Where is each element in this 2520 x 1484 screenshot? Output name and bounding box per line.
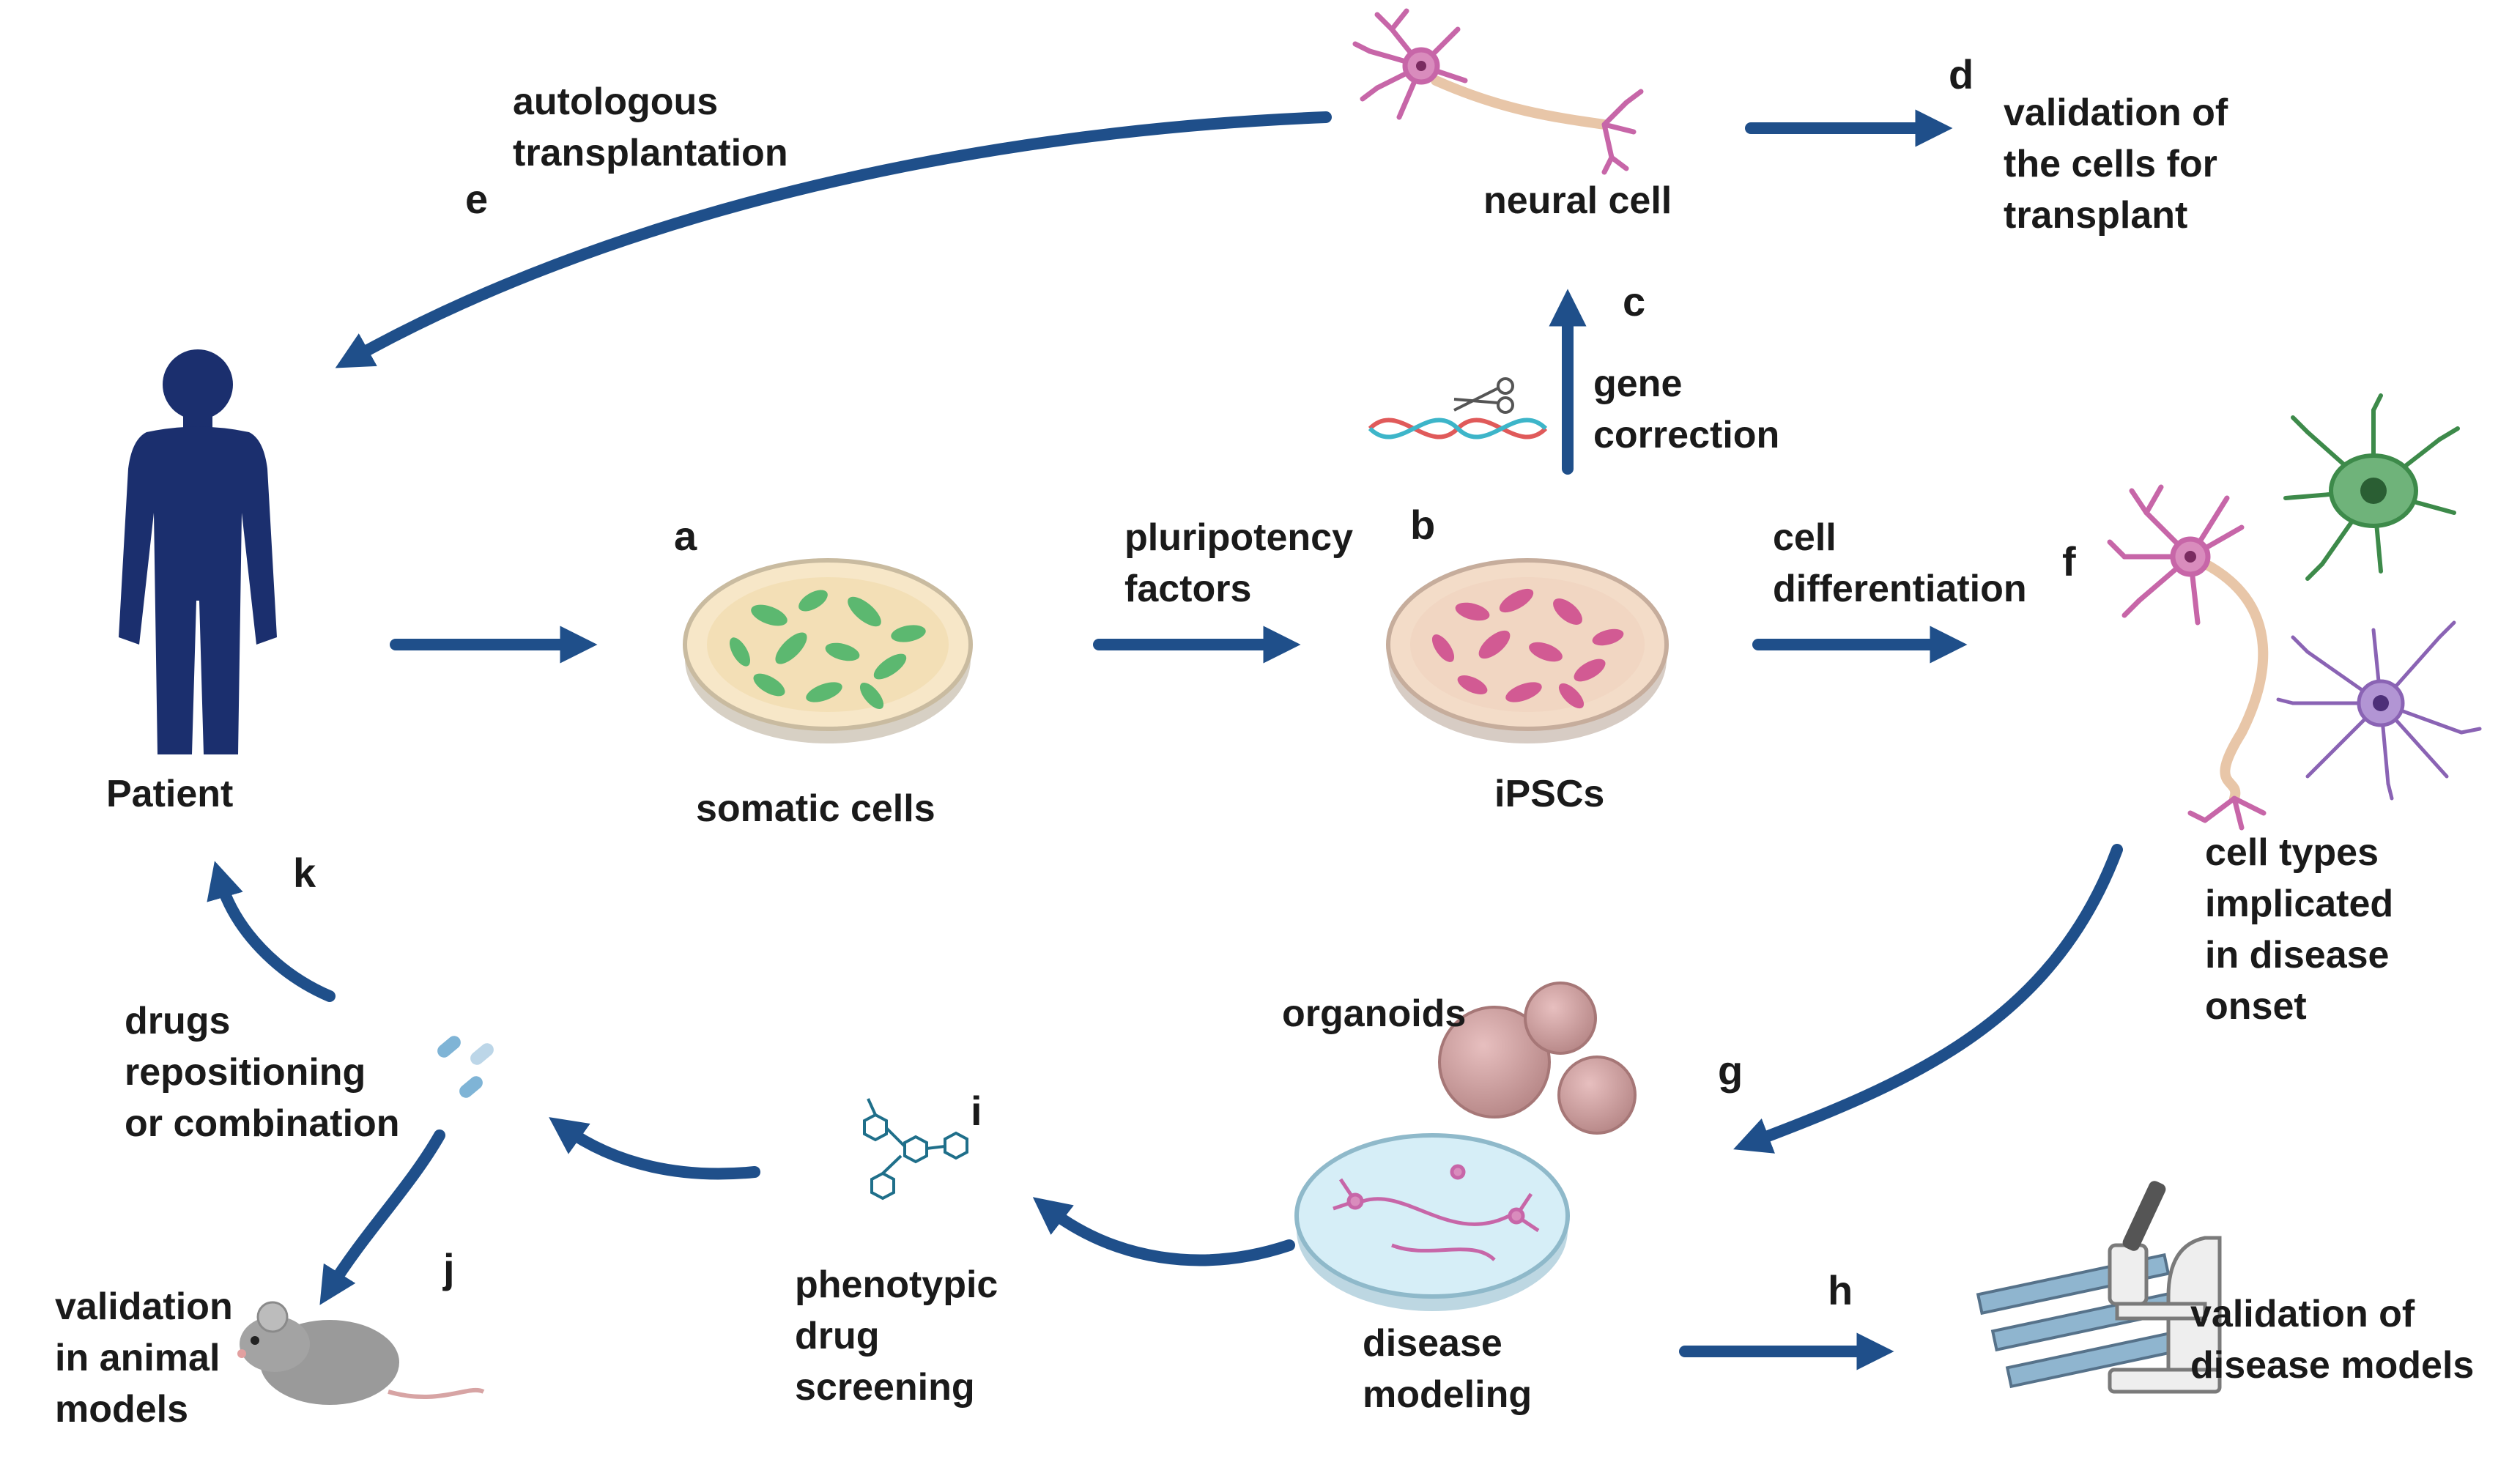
step-g: g xyxy=(1718,1047,1743,1094)
label-disease-modeling: disease modeling xyxy=(1363,1322,1532,1416)
mouse-icon xyxy=(237,1301,485,1405)
microscope-icon xyxy=(1976,1181,2222,1394)
ipscs-dish-icon xyxy=(1386,558,1669,743)
patient-silhouette-icon xyxy=(119,349,277,754)
arrow-autologous-transplantation xyxy=(335,111,1332,368)
step-i: i xyxy=(971,1088,982,1134)
disease-modeling-dish-icon xyxy=(1294,1133,1570,1311)
somatic-cells-dish-icon xyxy=(683,558,973,743)
arrow-phenotypic-to-drugs xyxy=(549,1117,760,1180)
label-pluripotency-factors: pluripotency factors xyxy=(1124,516,1363,610)
node-labels: Patient somatic cells iPSCs neural cell … xyxy=(55,92,2474,1431)
step-k: k xyxy=(293,850,316,896)
arrow-disease-to-phenotypic xyxy=(1032,1197,1295,1266)
label-drugs: drugs repositioning or combination xyxy=(125,1000,400,1145)
arrow-cell-types-to-disease-modeling xyxy=(1733,844,2123,1154)
label-neural-cell: neural cell xyxy=(1483,179,1672,222)
step-h: h xyxy=(1828,1267,1853,1313)
astrocyte-green-icon xyxy=(2283,393,2460,581)
neuron-pink-icon xyxy=(2107,484,2269,831)
label-cell-differentiation: cell differentiation xyxy=(1773,516,2027,610)
step-b: b xyxy=(1410,502,1435,548)
step-f: f xyxy=(2062,538,2076,585)
edge-labels: autologous transplantation pluripotency … xyxy=(513,81,2027,610)
microglia-purple-icon xyxy=(2276,620,2482,801)
arrow-drugs-to-animal xyxy=(319,1129,445,1305)
label-validation-cells: validation of the cells for transplant xyxy=(2004,92,2239,237)
step-c: c xyxy=(1623,278,1645,324)
pills-icon xyxy=(437,1036,494,1098)
step-j: j xyxy=(442,1245,455,1291)
label-autologous-transplantation: autologous transplantation xyxy=(513,81,788,174)
molecule-icon xyxy=(863,1098,968,1201)
arrows xyxy=(207,109,2123,1370)
label-patient: Patient xyxy=(106,773,233,815)
arrow-drugs-to-patient xyxy=(207,861,336,1002)
step-e: e xyxy=(465,176,488,222)
label-organoids: organoids xyxy=(1282,993,1466,1035)
label-cell-types: cell types implicated in disease onset xyxy=(2205,831,2404,1028)
label-gene-correction: gene correction xyxy=(1593,363,1779,456)
label-validation-animal: validation in animal models xyxy=(55,1285,243,1431)
neural-cell-icon xyxy=(1352,8,1644,175)
organoids-icon xyxy=(1438,982,1637,1135)
label-ipscs: iPSCs xyxy=(1494,773,1604,815)
step-letters: a b c d e f g h i j k xyxy=(293,51,2076,1313)
step-d: d xyxy=(1949,51,1974,97)
label-phenotypic: phenotypic drug screening xyxy=(795,1264,1009,1409)
label-somatic-cells: somatic cells xyxy=(696,787,935,830)
dna-scissors-icon xyxy=(1368,377,1548,439)
label-validation-disease: validation of disease models xyxy=(2190,1293,2474,1387)
step-a: a xyxy=(674,513,697,559)
